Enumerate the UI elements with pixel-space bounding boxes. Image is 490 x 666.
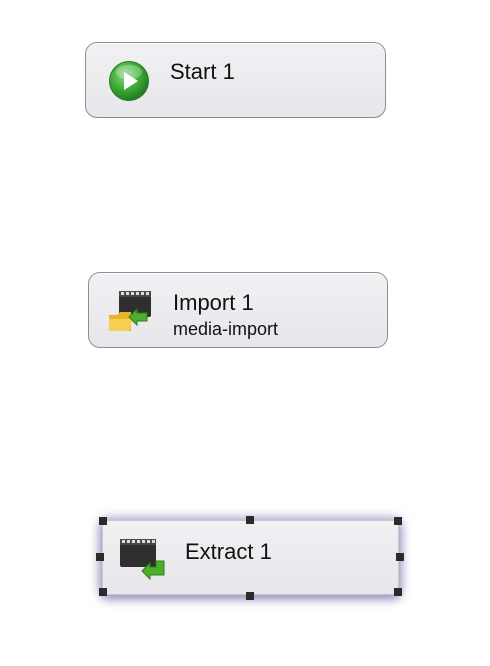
resize-handle-bottom-right[interactable]: [394, 588, 402, 596]
film-folder-import-icon: [109, 291, 151, 331]
extract-node-title: Extract 1: [185, 539, 272, 564]
import-node-subtitle: media-import: [173, 319, 279, 339]
resize-handle-top-right[interactable]: [394, 517, 402, 525]
import-node[interactable]: Import 1 media-import: [88, 272, 388, 348]
extract-node[interactable]: Extract 1: [102, 520, 399, 595]
resize-handle-top[interactable]: [246, 516, 254, 524]
resize-handle-top-left[interactable]: [99, 517, 107, 525]
play-icon: [109, 61, 149, 101]
start-node[interactable]: Start 1: [85, 42, 386, 118]
film-extract-icon: [120, 539, 165, 581]
import-node-title: Import 1: [173, 290, 254, 315]
resize-handle-left[interactable]: [96, 553, 104, 561]
resize-handle-bottom[interactable]: [246, 592, 254, 600]
start-node-title: Start 1: [170, 59, 235, 84]
resize-handle-bottom-left[interactable]: [99, 588, 107, 596]
resize-handle-right[interactable]: [396, 553, 404, 561]
